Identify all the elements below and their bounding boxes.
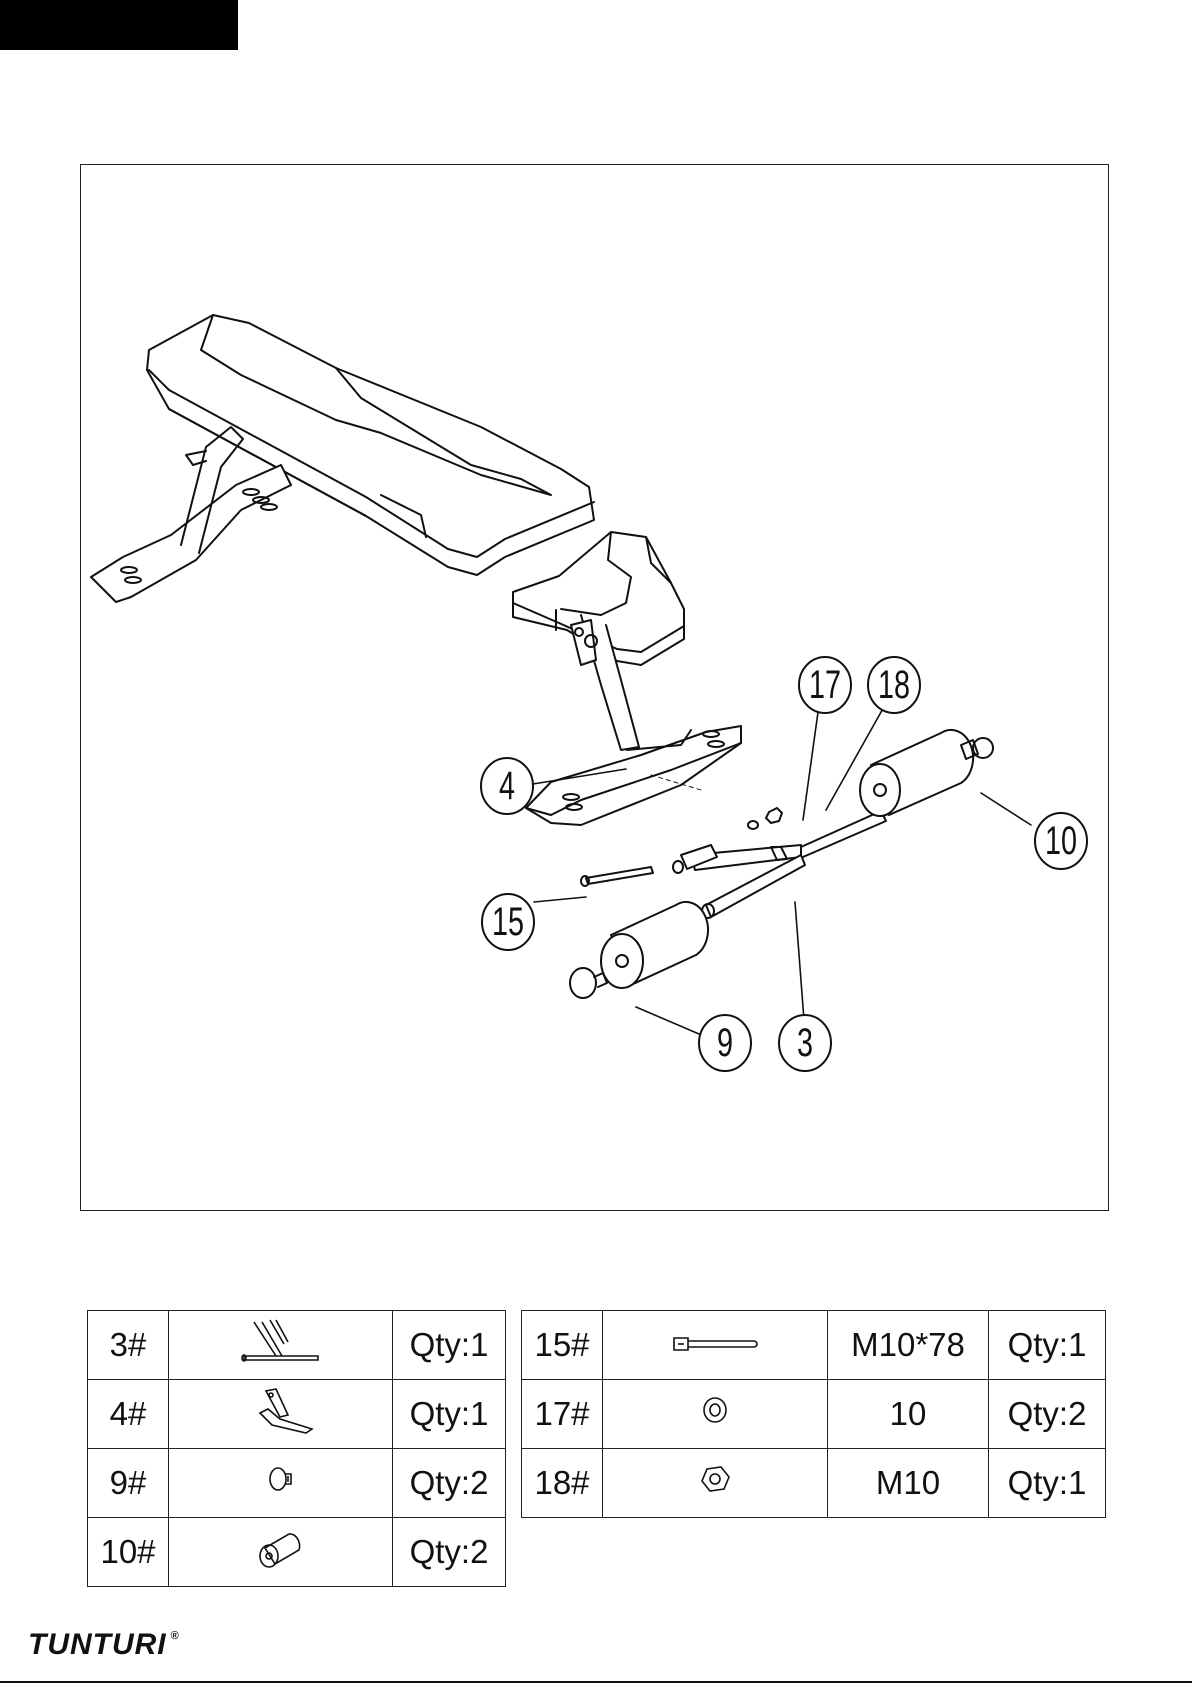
step-header-tab [0, 0, 238, 50]
leg-tube-frame-icon [236, 1316, 326, 1366]
svg-text:4: 4 [499, 764, 515, 809]
part-code: 3# [88, 1311, 169, 1380]
callout-18: 18 [868, 657, 920, 713]
footer-rule [0, 1681, 1192, 1683]
table-row: 18# M10 Qty:1 [522, 1449, 1106, 1518]
svg-text:18: 18 [878, 663, 910, 708]
part-picture [603, 1449, 828, 1518]
part-code: 4# [88, 1380, 169, 1449]
leg-tube-frame [681, 811, 886, 918]
part-code: 18# [522, 1449, 603, 1518]
front-stand-icon [236, 1383, 326, 1438]
part-qty: Qty:1 [393, 1311, 506, 1380]
washer-17a [673, 861, 683, 873]
parts-table-right: 15# M10*78 Qty:1 17# 10 Qty:2 18# [521, 1310, 1106, 1518]
part-picture [169, 1449, 393, 1518]
brand-logo: TUNTURI ® [28, 1628, 180, 1662]
exploded-view-diagram: 4 15 17 18 10 9 3 [81, 165, 1110, 1212]
part-picture [603, 1380, 828, 1449]
part-picture [169, 1380, 393, 1449]
svg-text:15: 15 [492, 900, 524, 945]
bolt-15 [581, 867, 653, 886]
part-picture [169, 1518, 393, 1587]
washer-icon [697, 1392, 733, 1428]
foam-roller-icon [251, 1526, 311, 1571]
part-picture [169, 1311, 393, 1380]
bolt-icon [670, 1332, 760, 1356]
foam-roller-right [860, 730, 993, 816]
part-qty: Qty:2 [989, 1380, 1106, 1449]
part-picture [603, 1311, 828, 1380]
table-row: 17# 10 Qty:2 [522, 1380, 1106, 1449]
leader-3 [795, 902, 805, 1033]
nut-icon [697, 1461, 733, 1497]
svg-text:9: 9 [717, 1021, 733, 1066]
table-row: 9# Qty:2 [88, 1449, 506, 1518]
part-code: 9# [88, 1449, 169, 1518]
svg-text:3: 3 [797, 1021, 813, 1066]
part-qty: Qty:1 [989, 1311, 1106, 1380]
registered-mark: ® [171, 1630, 180, 1642]
end-cap-icon [261, 1459, 301, 1499]
parts-table-left: 3# Qty:1 4# Qty:1 9# [87, 1310, 506, 1587]
part-spec: M10 [828, 1449, 989, 1518]
table-row: 10# Qty:2 [88, 1518, 506, 1587]
leader-15 [534, 897, 586, 902]
part-spec: M10*78 [828, 1311, 989, 1380]
table-row: 4# Qty:1 [88, 1380, 506, 1449]
washer-17b [748, 821, 758, 829]
svg-text:10: 10 [1045, 819, 1077, 864]
leader-10 [981, 793, 1031, 825]
part-qty: Qty:1 [989, 1449, 1106, 1518]
part-code: 10# [88, 1518, 169, 1587]
callout-15: 15 [482, 894, 534, 950]
part-qty: Qty:1 [393, 1380, 506, 1449]
callout-17: 17 [799, 657, 851, 713]
part-code: 17# [522, 1380, 603, 1449]
table-row: 3# Qty:1 [88, 1311, 506, 1380]
leader-9 [636, 1007, 706, 1037]
part-code: 15# [522, 1311, 603, 1380]
assembly-drawing: 4 15 17 18 10 9 3 [80, 164, 1109, 1211]
nut-18 [766, 808, 782, 823]
svg-text:17: 17 [809, 663, 841, 708]
callout-4: 4 [481, 758, 533, 814]
part-spec: 10 [828, 1380, 989, 1449]
foam-roller-left [570, 902, 708, 998]
part-qty: Qty:2 [393, 1449, 506, 1518]
leader-17 [803, 705, 819, 820]
callout-3: 3 [779, 1015, 831, 1071]
brand-name: TUNTURI [28, 1628, 167, 1661]
table-row: 15# M10*78 Qty:1 [522, 1311, 1106, 1380]
part-qty: Qty:2 [393, 1518, 506, 1587]
callout-9: 9 [699, 1015, 751, 1071]
callout-10: 10 [1035, 813, 1087, 869]
